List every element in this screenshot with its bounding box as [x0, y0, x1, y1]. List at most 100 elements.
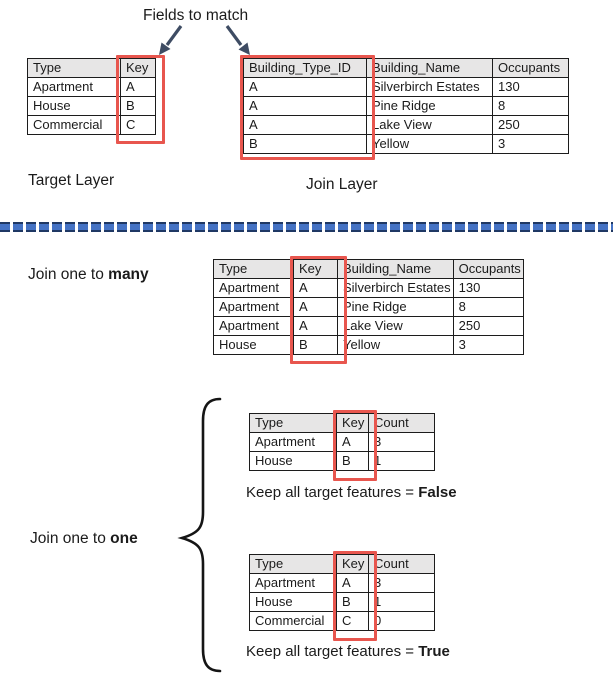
table-cell: Lake View [366, 115, 493, 135]
label-text: Join one to [28, 266, 109, 283]
column-header: Occupants [492, 58, 569, 78]
keep-all-false-caption: Keep all target features = False [246, 484, 457, 501]
table-cell: A [120, 77, 156, 97]
column-header: Count [368, 413, 435, 433]
table-cell: 8 [452, 297, 524, 317]
arrow-down-left-icon [159, 25, 183, 55]
table-cell: 3 [452, 335, 524, 355]
table-cell: Commercial [27, 115, 121, 135]
column-header: Occupants [452, 259, 524, 279]
column-header: Building_Name [337, 259, 454, 279]
target-layer-label: Target Layer [28, 172, 115, 189]
table-cell: Pine Ridge [366, 96, 493, 116]
table-cell: B [336, 592, 369, 612]
column-header: Type [249, 413, 337, 433]
table-cell: House [249, 592, 337, 612]
table-cell: Silverbirch Estates [366, 77, 493, 97]
table-cell: 3 [368, 573, 435, 593]
table-cell: A [336, 573, 369, 593]
table-cell: 3 [492, 134, 569, 154]
table-cell: House [249, 451, 337, 471]
table-cell: Yellow [366, 134, 493, 154]
table-cell: B [120, 96, 156, 116]
table-cell: A [336, 432, 369, 452]
fields-to-match-arrows [159, 25, 250, 55]
join-one-to-many-label: Join one to many [28, 266, 149, 284]
caption-bold-text: True [418, 643, 450, 660]
table-cell: Apartment [27, 77, 121, 97]
keep-all-true-caption: Keep all target features = True [246, 643, 450, 660]
table-cell: Apartment [213, 278, 294, 298]
arrow-down-right-icon [225, 25, 250, 55]
table-cell: House [213, 335, 294, 355]
table-cell: B [336, 451, 369, 471]
table-cell: Silverbirch Estates [337, 278, 454, 298]
join-one-to-one-label: Join one to one [30, 530, 138, 548]
table-cell: 250 [492, 115, 569, 135]
join-layer-label: Join Layer [306, 176, 378, 193]
column-header: Building_Name [366, 58, 493, 78]
table-cell: A [243, 96, 367, 116]
label-bold-text: many [108, 266, 149, 283]
label-text: Join one to [30, 530, 111, 547]
table-cell: 8 [492, 96, 569, 116]
column-header: Key [120, 58, 156, 78]
table-cell: Pine Ridge [337, 297, 454, 317]
table-cell: Apartment [249, 432, 337, 452]
table-cell: Lake View [337, 316, 454, 336]
column-header: Type [27, 58, 121, 78]
table-cell: A [293, 297, 338, 317]
table-cell: A [243, 77, 367, 97]
column-header: Key [336, 554, 369, 574]
caption-text: Keep all target features = [246, 484, 419, 501]
column-header: Key [293, 259, 338, 279]
table-cell: Apartment [213, 297, 294, 317]
column-header: Type [249, 554, 337, 574]
table-cell: Yellow [337, 335, 454, 355]
table-cell: B [243, 134, 367, 154]
column-header: Building_Type_ID [243, 58, 367, 78]
table-cell: 130 [492, 77, 569, 97]
caption-text: Keep all target features = [246, 643, 419, 660]
table-cell: Apartment [213, 316, 294, 336]
caption-bold-text: False [418, 484, 457, 501]
table-cell: A [243, 115, 367, 135]
table-cell: A [293, 278, 338, 298]
table-cell: House [27, 96, 121, 116]
table-cell: 3 [368, 432, 435, 452]
table-cell: C [336, 611, 369, 631]
table-cell: C [120, 115, 156, 135]
table-cell: A [293, 316, 338, 336]
column-header: Count [368, 554, 435, 574]
table-cell: Apartment [249, 573, 337, 593]
table-cell: B [293, 335, 338, 355]
label-bold-text: one [110, 530, 138, 547]
table-cell: 250 [452, 316, 524, 336]
column-header: Type [213, 259, 294, 279]
